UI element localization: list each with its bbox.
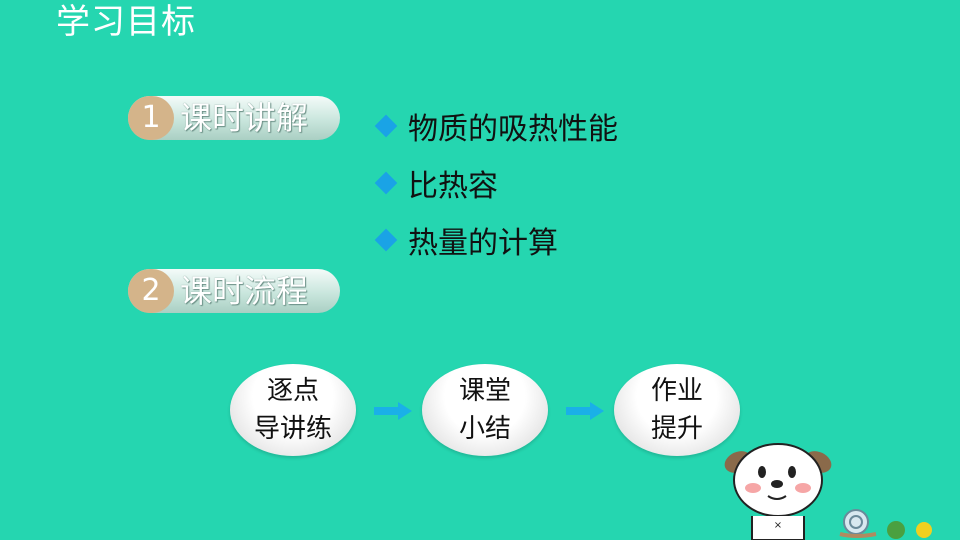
diamond-bullet-icon bbox=[374, 228, 398, 252]
flow-step-line: 提升 bbox=[650, 414, 703, 444]
diamond-bullet-icon bbox=[374, 114, 398, 138]
cartoon-dog: × bbox=[724, 443, 832, 540]
flow-step-line: 导讲练 bbox=[253, 414, 332, 444]
arrow-right-icon bbox=[374, 402, 412, 420]
section-lesson-explanation: 1 课时讲解 bbox=[128, 96, 340, 140]
section-label: 课时讲解 bbox=[180, 99, 309, 137]
objective-text: 热量的计算 bbox=[408, 226, 558, 261]
objective-item: 热量的计算 bbox=[372, 218, 618, 262]
objective-text: 比热容 bbox=[408, 169, 498, 204]
section-number-badge: 2 bbox=[128, 269, 174, 313]
flow-step-homework: 作业 提升 bbox=[614, 364, 740, 456]
objective-item: 物质的吸热性能 bbox=[372, 104, 618, 148]
section-number-badge: 1 bbox=[128, 96, 174, 140]
objective-list: 物质的吸热性能 比热容 热量的计算 bbox=[372, 104, 618, 275]
objective-text: 物质的吸热性能 bbox=[408, 112, 618, 147]
section-lesson-flow: 2 课时流程 bbox=[128, 269, 340, 313]
diamond-bullet-icon bbox=[374, 171, 398, 195]
flow-step-line: 小结 bbox=[458, 414, 511, 444]
flow-step-pointwise-practice: 逐点 导讲练 bbox=[230, 364, 356, 456]
flow-step-summary: 课堂 小结 bbox=[422, 364, 548, 456]
snail-icon bbox=[839, 509, 932, 539]
page-title: 学习目标 bbox=[56, 2, 196, 42]
svg-text:×: × bbox=[774, 520, 782, 531]
flow-step-line: 作业 bbox=[650, 376, 703, 406]
arrow-right-icon bbox=[566, 402, 604, 420]
objective-item: 比热容 bbox=[372, 161, 618, 205]
flow-step-line: 逐点 bbox=[266, 376, 319, 406]
section-label: 课时流程 bbox=[180, 272, 309, 310]
flow-step-line: 课堂 bbox=[458, 376, 511, 406]
